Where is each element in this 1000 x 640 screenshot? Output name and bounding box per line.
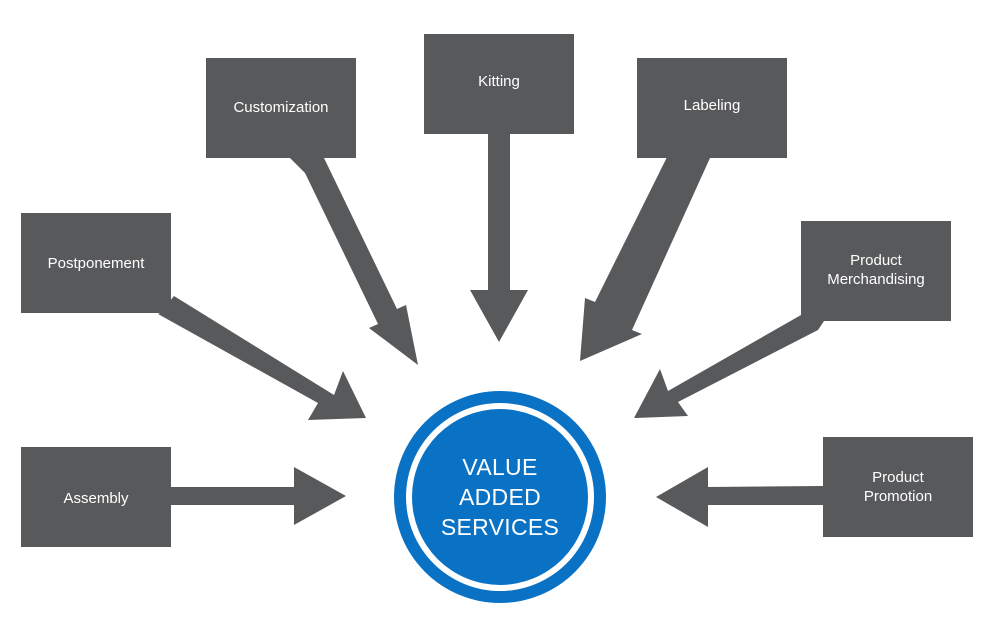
arrow-postponement xyxy=(158,296,366,420)
service-label-labeling: Labeling xyxy=(683,97,741,114)
service-label-product-merchandising: Product Merchandising xyxy=(827,251,925,288)
arrow-labeling xyxy=(580,145,710,361)
service-box-product-promotion: Product Promotion xyxy=(823,437,973,537)
center-label: VALUE ADDED SERVICES xyxy=(440,454,560,540)
service-box-assembly: Assembly xyxy=(21,447,171,547)
arrow-assembly xyxy=(171,467,346,525)
service-label-assembly: Assembly xyxy=(63,489,129,507)
arrow-merchandising xyxy=(634,311,824,418)
center-circle-outer-ring: VALUE ADDED SERVICES xyxy=(394,391,606,603)
service-box-postponement: Postponement xyxy=(21,213,171,313)
arrow-promotion xyxy=(656,467,823,527)
service-label-product-promotion: Product Promotion xyxy=(863,469,933,505)
service-label-customization: Customization xyxy=(233,98,329,116)
service-box-kitting: Kitting xyxy=(424,34,574,134)
arrow-kitting xyxy=(470,134,528,342)
arrow-customization xyxy=(290,158,418,365)
service-box-product-merchandising: Product Merchandising xyxy=(801,221,951,321)
service-box-customization: Customization xyxy=(206,58,356,158)
center-circle-white-gap: VALUE ADDED SERVICES xyxy=(406,403,594,591)
center-circle: VALUE ADDED SERVICES xyxy=(412,409,588,585)
service-label-postponement: Postponement xyxy=(47,254,145,272)
service-label-kitting: Kitting xyxy=(478,73,520,90)
service-box-labeling: Labeling xyxy=(637,58,787,158)
